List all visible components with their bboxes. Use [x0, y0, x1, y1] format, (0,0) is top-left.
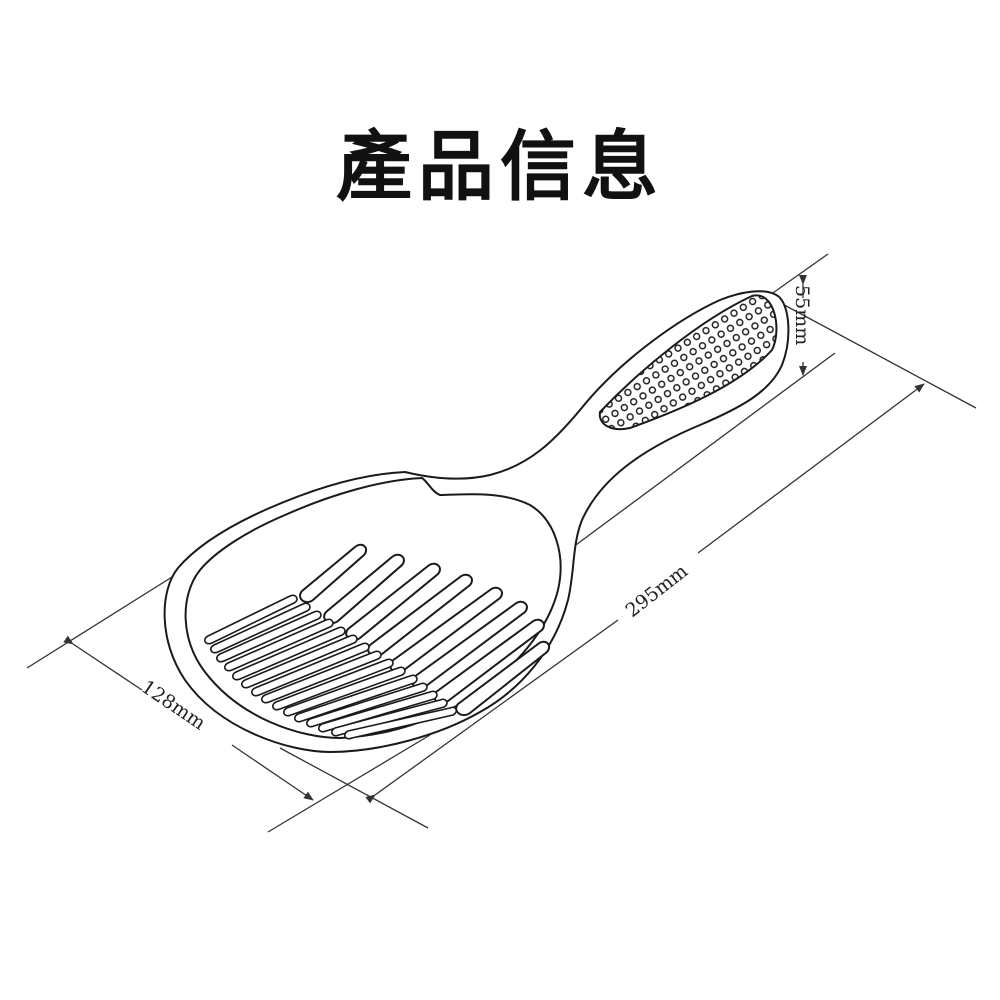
fine-slot: [210, 602, 311, 654]
fine-slot: [331, 698, 448, 737]
fine-slot: [241, 634, 358, 689]
extension-line-left-bottom: [267, 734, 431, 833]
wide-slot: [323, 553, 405, 625]
fine-slot: [294, 674, 418, 723]
width-dim-line-b: [231, 744, 314, 801]
fine-slot: [261, 650, 382, 704]
wide-slot: [299, 543, 368, 604]
height-dim-label: 55mm: [791, 285, 813, 345]
length-dim-label: 295mm: [622, 560, 693, 622]
fine-slot: [344, 706, 458, 740]
extension-line-handle-bottom: [564, 352, 836, 554]
wide-slot: [389, 586, 503, 674]
fine-slot: [204, 594, 298, 645]
dimension-lines: [26, 253, 977, 833]
page-title: 產品信息: [336, 122, 664, 211]
extension-line-bottom-diag: [279, 747, 429, 829]
extension-line-left-top: [26, 571, 181, 669]
wide-slot: [367, 573, 473, 658]
fine-slot: [272, 658, 394, 711]
extension-line-handle-top: [769, 253, 829, 296]
fine-slot: [216, 610, 322, 663]
fine-slot: [306, 682, 428, 728]
extension-line-right: [774, 299, 977, 409]
length-dim-line-a: [365, 619, 619, 804]
fine-slot: [251, 642, 370, 697]
fine-slot: [224, 618, 334, 672]
fine-slots: [204, 594, 458, 740]
fine-slot: [232, 626, 346, 681]
length-dim-line-b: [697, 383, 925, 554]
width-dim-line-a: [63, 635, 143, 691]
fine-slot: [318, 690, 438, 733]
wide-slot: [345, 562, 441, 642]
scoop-inner-rim: [184, 476, 562, 740]
fine-slot: [283, 666, 406, 717]
